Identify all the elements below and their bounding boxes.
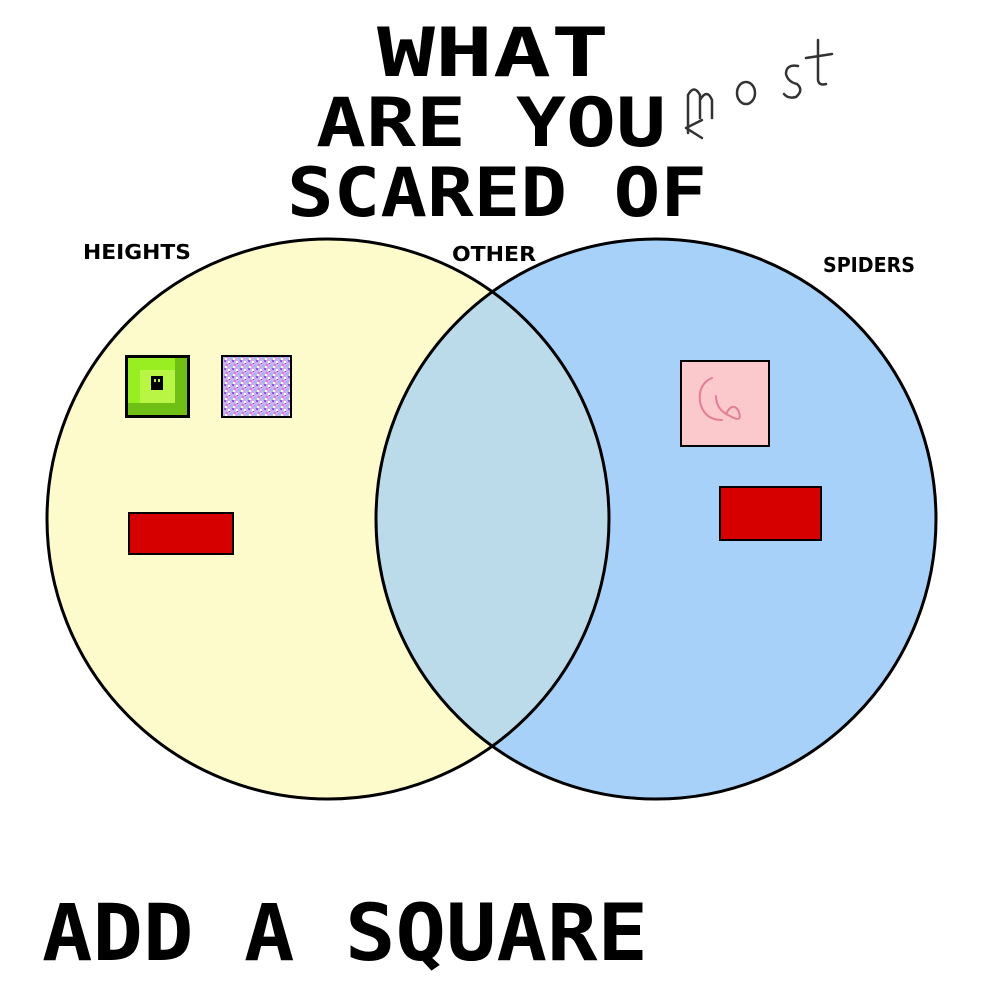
purple-noise-square[interactable] [221, 355, 292, 418]
heights-circle-outline [45, 237, 611, 801]
add-a-square-text: ADD A SQUARE [42, 889, 648, 979]
label-heights: HEIGHTS [83, 240, 191, 264]
label-other: OTHER [452, 242, 536, 266]
title-line-2: ARE YOU [316, 84, 666, 163]
pink-scribble-mark [698, 377, 741, 421]
handwritten-most-insert: most [684, 38, 834, 140]
red-rectangle-heights[interactable] [128, 512, 234, 555]
spiders-circle-outline [374, 237, 938, 801]
label-spiders: SPIDERS [823, 253, 915, 277]
title-line-1: WHAT [377, 14, 609, 93]
handwritten-text: most [760, 99, 763, 101]
insert-caret-mark [684, 118, 704, 140]
pink-scribble-square[interactable] [680, 360, 770, 447]
overlap-region [376, 239, 609, 799]
red-rectangle-spiders[interactable] [719, 486, 822, 541]
green-pixel-square[interactable] [125, 355, 190, 418]
title-line-3: SCARED OF [287, 154, 707, 233]
